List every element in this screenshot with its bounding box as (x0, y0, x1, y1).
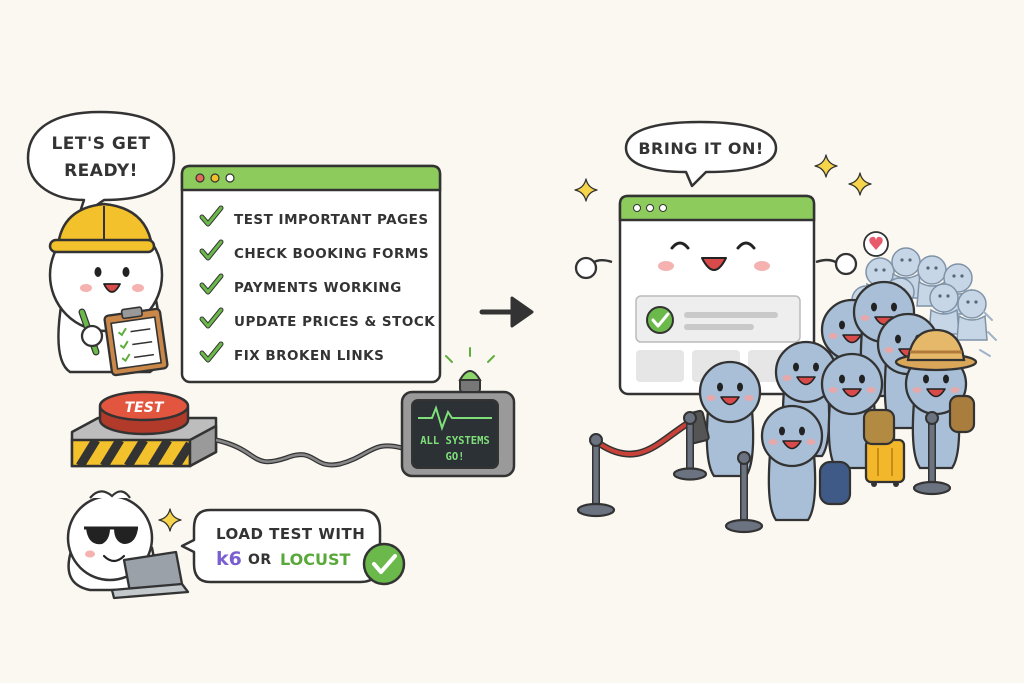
safari-hat-icon (894, 328, 978, 372)
test-button-label: TEST (125, 400, 165, 416)
status-light-icon (458, 370, 482, 381)
laptop-icon (110, 550, 190, 600)
checklist-item: CHECK BOOKING FORMS (202, 242, 429, 262)
backpack-icon (948, 394, 976, 434)
queue-barrier (576, 411, 952, 534)
status-monitor: ALL SYSTEMS GO! (400, 347, 516, 478)
checklist-item: FIX BROKEN LINKS (202, 344, 384, 364)
crowd-characters (684, 280, 978, 522)
monitor-line-1: ALL SYSTEMS (420, 435, 490, 447)
sparkle-icon (848, 172, 872, 196)
heartbeat-line (418, 404, 492, 432)
load-test-line-1: LOAD TEST WITH (216, 525, 365, 543)
checklist-item-label: TEST IMPORTANT PAGES (234, 212, 429, 228)
load-test-speech-bubble: LOAD TEST WITH k6 OR LOCUST (180, 508, 382, 584)
sparkle-icon (814, 154, 838, 178)
lets-get-ready-speech-bubble: LET'S GET READY! (26, 110, 176, 220)
heart-speech-icon (863, 231, 889, 257)
checklist-window: TEST IMPORTANT PAGES CHECK BOOKING FORMS… (180, 164, 442, 384)
checklist-item: TEST IMPORTANT PAGES (202, 208, 429, 228)
monitor-line-2: GO! (446, 451, 465, 463)
suitcase-icon (864, 426, 906, 487)
stanchion (912, 411, 952, 496)
backpack-icon (818, 460, 852, 506)
locust-label: LOCUST (280, 550, 350, 569)
happy-website-window (574, 194, 858, 396)
or-label: OR (248, 552, 272, 568)
test-button[interactable]: TEST (70, 390, 218, 468)
checklist-item-label: CHECK BOOKING FORMS (234, 246, 429, 262)
checklist-item-label: FIX BROKEN LINKS (234, 348, 384, 364)
sunglasses-character (66, 490, 190, 600)
sparkle-icon (574, 178, 598, 202)
motion-lines (979, 311, 997, 357)
bring-it-on-speech-bubble: BRING IT ON! (624, 120, 778, 188)
stanchion (576, 433, 616, 518)
clipboard-icon (103, 306, 169, 377)
cable (215, 438, 403, 467)
check-badge-icon (362, 542, 406, 586)
speech-line-1: LET'S GET (51, 134, 150, 154)
backpack-icon (862, 408, 896, 446)
k6-label: k6 (216, 548, 242, 570)
stanchion (672, 411, 708, 481)
checklist-item: UPDATE PRICES & STOCK (202, 310, 435, 330)
bring-it-on-label: BRING IT ON! (638, 139, 763, 158)
checklist-item-label: UPDATE PRICES & STOCK (234, 314, 435, 330)
arrow-right-icon (479, 296, 534, 328)
stanchion (724, 451, 764, 534)
sunglasses-icon (84, 526, 138, 545)
sparkle-icon (158, 508, 182, 532)
checklist-item-label: PAYMENTS WORKING (234, 280, 402, 296)
checklist-item: PAYMENTS WORKING (202, 276, 402, 296)
speech-line-2: READY! (64, 161, 138, 181)
hardhat-worker-character (48, 202, 169, 377)
